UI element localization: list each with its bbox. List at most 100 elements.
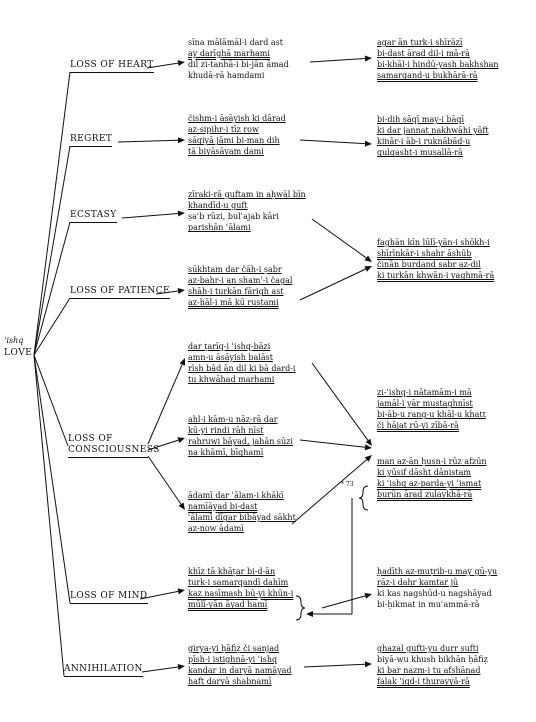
verse-line: rahruwi bāyad, jahān sūzi (188, 437, 293, 447)
verse-line: sūkhtam dar čāh-i ṣabr (188, 265, 282, 274)
edge-consc-l7-head (178, 502, 185, 510)
verse-left-2: čishm-i āsāyish ki dārad az-sipihr-i tīz… (188, 113, 286, 157)
bracket-r5 (358, 485, 369, 511)
edge-l3-r3-head (364, 255, 372, 262)
verse-line: bi-ḥikmat in muʿammā-rā (377, 600, 480, 610)
verse-line: kū-yi rindi rāh nīst (188, 426, 264, 436)
verse-line: amn-u āsāyish balāst (188, 353, 273, 363)
verse-line: pīsh-i istighnā-yi ʿishq (188, 655, 278, 665)
verse-left-7: ādamī dar ʿālam-i khākī namīāyad bi-dast… (188, 490, 296, 534)
verse-line: man az-ān ḥusn-i rūz afzūn (377, 457, 487, 466)
verse-line: dil zi-tanhā-i bi-jān āmad (188, 60, 289, 70)
edge-l8-r6-shaft (321, 595, 366, 609)
verse-left-3: zīraki-rā guftam in aḥwāl bīn khandīd-u … (188, 189, 306, 233)
verse-line: tu khwāhad marhami (188, 375, 275, 385)
verse-line: ay darīghā marhami (188, 49, 270, 59)
category-loss-of-heart: LOSS OF HEART (70, 60, 154, 73)
category-regret: REGRET (70, 134, 113, 147)
root-edge-6 (33, 354, 65, 677)
verse-line: bi-dast ārad dil-i mā-rā (377, 49, 470, 59)
verse-line: az-ḥāl-i mā kū rustami (188, 298, 279, 308)
edge-consc-l6-shaft (147, 439, 179, 451)
verse-line: agar ān turk-i shīrāzī (377, 38, 463, 47)
verse-line: girya-yi ḥāfiẓ či sanjad (188, 644, 280, 653)
verse-line: kinār-i āb-i ruknābād-u (377, 137, 471, 147)
verse-line: kandar in daryā namāyad (188, 666, 292, 676)
verse-line: parishān ʿālami (188, 223, 251, 233)
edge-l9-r7-shaft (303, 663, 366, 668)
edge-patience-l4-head (177, 287, 185, 294)
verse-line: či ḥājat rū-yi zībā-rā (377, 421, 459, 431)
verse-left-8: khīz tā khāṭar bi-d-ān turk-i samarqandī… (188, 566, 293, 610)
bracket-l8 (295, 595, 306, 621)
verse-right-2: bi-dih sāqī may-i bāqī ki dar jannat nak… (377, 114, 489, 158)
edge-regret-l2-head (177, 137, 185, 144)
edge-regret-l2-shaft (117, 139, 179, 143)
verse-line: ahl-i kām-u nāz-rā dar (188, 415, 278, 424)
verse-right-1: agar ān turk-i shīrāzī bi-dast ārad dil-… (377, 37, 499, 81)
verse-line: khudā-rā hamdami (188, 71, 265, 81)
verse-line: kaz nasīmash bū-yi khūn-i (188, 589, 294, 599)
edge-l1-r1-head (364, 55, 372, 62)
verse-line: ʿālamī dīgar bibāyad sākht (188, 513, 296, 523)
root-edge-2 (33, 221, 71, 356)
category-loss-of-mind: LOSS OF MIND (70, 591, 148, 604)
verse-line: namīāyad bi-dast (188, 502, 258, 512)
root-edge-3 (33, 297, 71, 356)
edge-l5-r5-head (365, 438, 372, 446)
edge-heart-l1-shaft (146, 62, 179, 69)
footnote-mark: * 73 (341, 481, 354, 488)
verse-line: shāh-i turkān fārigh ast (188, 287, 284, 297)
verse-line: ki bar naẓm-i tu afshānad (377, 666, 481, 676)
edge-l5-r5-shaft (311, 362, 369, 441)
edge-mind-l8-shaft (139, 590, 179, 600)
edge-consc-l5-head (179, 358, 185, 366)
verse-line: ḥadīth az-muṭrib-u may gū-yu (377, 567, 498, 576)
verse-line: ki dar jannat nakhwāhi yāft (377, 126, 489, 136)
edge-l2-r2-head (364, 140, 372, 147)
verse-line: az-bahr-i an shamʿ-i čagal (188, 276, 293, 286)
verse-line: az-now ādamī (188, 524, 244, 534)
verse-line: zi-ʿishq-i nātamām-i mā (377, 388, 472, 397)
category-annihilation: ANNIHILATION (64, 664, 143, 677)
verse-line: činān burdand ṣabr az-dil (377, 260, 481, 270)
edge-l6-r5b-head (364, 444, 372, 451)
edge-l3-r3-shaft (311, 218, 367, 259)
edge-consc-l5-shaft (147, 364, 183, 445)
edge-heart-l1-head (177, 60, 185, 67)
verse-line: bi-āb-u rang-u khāl-u khaṭṭ (377, 410, 486, 420)
verse-line: ghazal gufti-yu durr sufti (377, 644, 479, 653)
verse-line: falak ʿiqd-i thurayyā-rā (377, 677, 470, 687)
verse-line: khandīd-u guft (188, 201, 248, 211)
root-edge-4 (33, 354, 69, 447)
verse-line: biyā-wu khush bikhān ḥāfiẓ (377, 655, 488, 665)
verse-line: burūn ārad zulaykhā-rā (377, 490, 473, 500)
edge-l2-r2-shaft (299, 139, 366, 145)
verse-line: shīrīnkār-i shahr āshūb (377, 249, 472, 259)
verse-right-4: zi-ʿishq-i nātamām-i mā jamāl-i yār must… (377, 387, 486, 431)
verse-right-3: faghān kīn lūlī-yān-i shōkh-i shīrīnkār-… (377, 237, 494, 281)
edge-l6-r5b-shaft (299, 439, 366, 448)
root-symbol: ʿishq (4, 336, 24, 345)
edge-consc-l6-head (177, 437, 185, 444)
edge-annih-l9-shaft (141, 666, 179, 673)
root-node: ʿishq LOVE (4, 335, 32, 359)
verse-line: rīsh bād ān dil ki bā dard-i (188, 364, 296, 374)
root-label: LOVE (4, 348, 33, 358)
edge-l7-r5c-shaft (291, 459, 368, 525)
verse-left-9: girya-yi ḥāfiẓ či sanjad pīsh-i istighnā… (188, 643, 292, 687)
verse-line: sīna mālāmāl-i dard ast (188, 38, 283, 47)
edge-ecstasy-l3-head (177, 210, 185, 217)
verse-left-5: dar ṭarīq-i ʿishq-bāzi amn-u āsāyish bal… (188, 341, 295, 385)
edge-l4-r4-head (364, 266, 372, 272)
category-loss-of-patience: LOSS OF PATIENCE (70, 286, 170, 299)
edge-l9-r7-head (364, 661, 372, 668)
edge-annih-l9-head (177, 663, 185, 670)
verse-line: haft daryā shabnamī (188, 677, 272, 687)
edge-l7-r5c-head (364, 455, 372, 462)
verse-line: ki yūsif dāsht dānistam (377, 468, 471, 478)
edge-l4-r4-shaft (299, 268, 366, 301)
verse-line: rāz-i dahr kamtar jū (377, 578, 459, 588)
